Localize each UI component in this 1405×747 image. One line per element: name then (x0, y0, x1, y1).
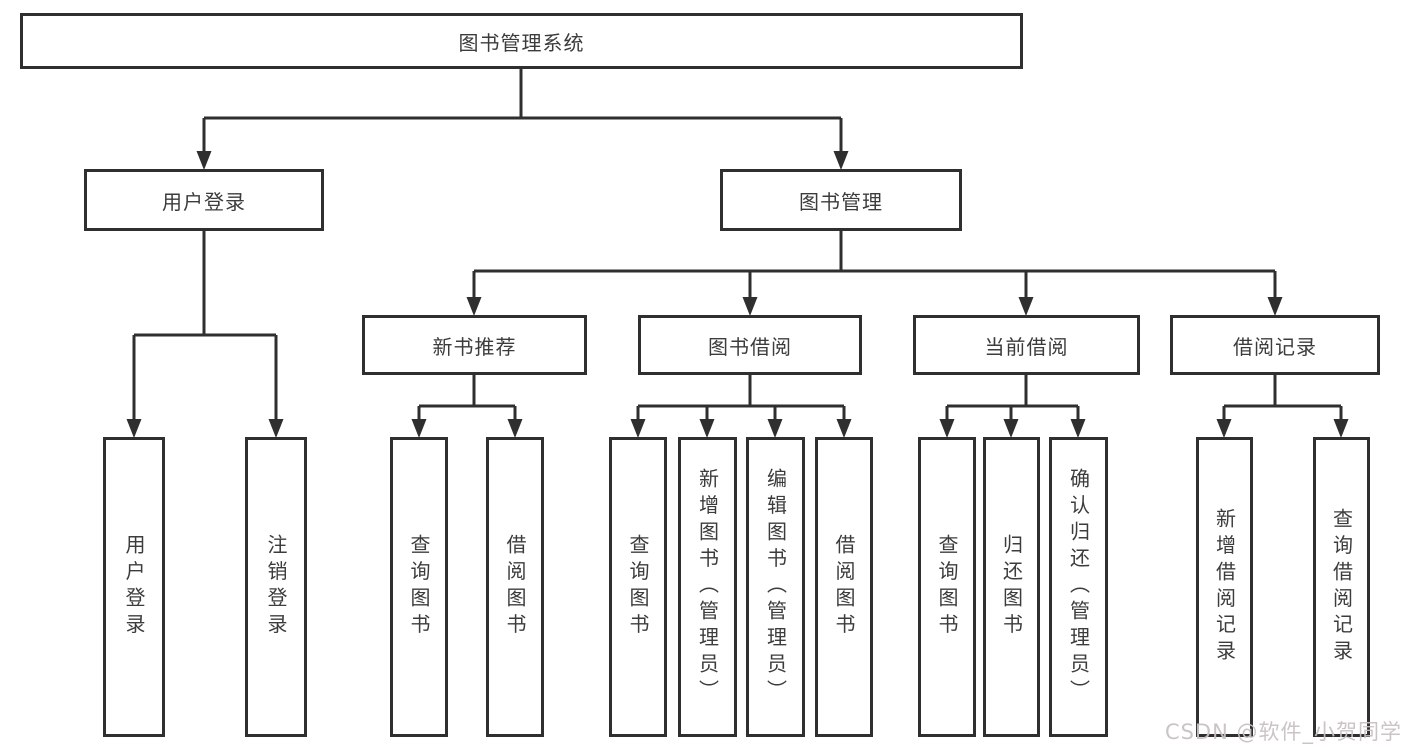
leaf-query-book-3-label: 查询图书 (935, 534, 959, 640)
leaf-add-borrow-record: 新增借阅记录 (1196, 437, 1253, 737)
leaf-confirm-return-admin-label: 确认归还（管理员） (1066, 468, 1091, 706)
node-root: 图书管理系统 (20, 13, 1023, 69)
leaf-return-book: 归还图书 (983, 437, 1040, 737)
leaf-user-login-label: 用户登录 (122, 534, 146, 640)
leaf-logout-label: 注销登录 (264, 534, 288, 640)
leaf-query-book-2: 查询图书 (609, 437, 667, 737)
leaf-query-book-2-label: 查询图书 (626, 534, 650, 640)
leaf-borrow-book-2-label: 借阅图书 (832, 534, 856, 640)
leaf-edit-book-admin-label: 编辑图书（管理员） (763, 468, 788, 706)
node-new-book-recommend-label: 新书推荐 (432, 334, 517, 359)
node-book-management-label: 图书管理 (799, 189, 883, 214)
leaf-query-book-1-label: 查询图书 (407, 534, 431, 640)
node-borrow-records: 借阅记录 (1170, 315, 1380, 375)
leaf-add-book-admin-label: 新增图书（管理员） (695, 468, 720, 706)
csdn-watermark: CSDN @软件_小贺同学 (1164, 720, 1402, 744)
leaf-query-book-1: 查询图书 (390, 437, 448, 737)
node-book-borrow: 图书借阅 (638, 315, 862, 375)
leaf-borrow-book-1-label: 借阅图书 (503, 534, 527, 640)
node-current-borrow-label: 当前借阅 (984, 334, 1069, 359)
leaf-add-book-admin: 新增图书（管理员） (678, 437, 737, 737)
leaf-add-borrow-record-label: 新增借阅记录 (1212, 507, 1237, 667)
node-root-label: 图书管理系统 (458, 30, 585, 55)
leaf-user-login: 用户登录 (103, 437, 165, 737)
node-book-management: 图书管理 (720, 169, 962, 231)
leaf-edit-book-admin: 编辑图书（管理员） (746, 437, 805, 737)
node-borrow-records-label: 借阅记录 (1233, 334, 1317, 359)
leaf-return-book-label: 归还图书 (999, 534, 1024, 640)
node-book-borrow-label: 图书借阅 (708, 334, 792, 359)
leaf-query-borrow-record: 查询借阅记录 (1313, 437, 1370, 737)
node-new-book-recommend: 新书推荐 (362, 315, 587, 375)
node-current-borrow: 当前借阅 (913, 315, 1140, 375)
node-user-login: 用户登录 (84, 169, 324, 231)
leaf-borrow-book-1: 借阅图书 (486, 437, 544, 737)
leaf-query-borrow-record-label: 查询借阅记录 (1329, 507, 1354, 667)
leaf-confirm-return-admin: 确认归还（管理员） (1049, 437, 1108, 737)
leaf-query-book-3: 查询图书 (918, 437, 976, 737)
leaf-borrow-book-2: 借阅图书 (815, 437, 873, 737)
node-user-login-label: 用户登录 (162, 189, 246, 214)
leaf-logout: 注销登录 (245, 437, 307, 737)
